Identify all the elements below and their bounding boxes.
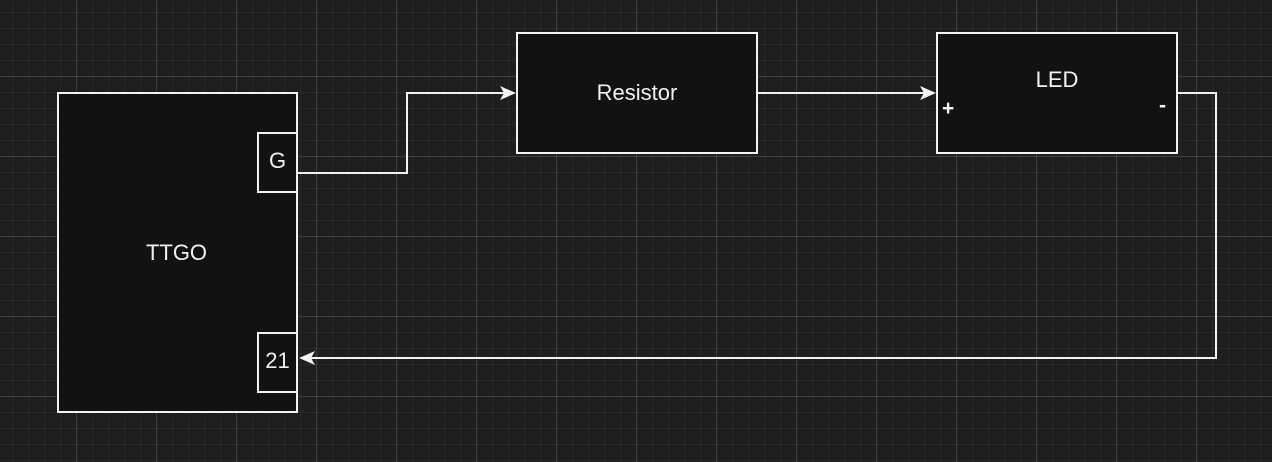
led-plus-terminal-label: +: [942, 97, 955, 120]
pin-21-label: 21: [265, 347, 290, 373]
pin-21-box[interactable]: 21: [257, 332, 298, 393]
wire-g-to-resistor[interactable]: [298, 92, 506, 174]
arrowhead-into-resistor: [500, 86, 516, 100]
led-minus-terminal-label: -: [1159, 94, 1166, 117]
arrowhead-into-pin-21: [299, 351, 315, 365]
led-box[interactable]: LED + -: [936, 32, 1178, 154]
led-label: LED: [1035, 67, 1079, 92]
ttgo-label: TTGO: [145, 239, 208, 265]
arrowhead-into-led: [920, 86, 936, 100]
resistor-label: Resistor: [596, 80, 678, 105]
resistor-box[interactable]: Resistor: [516, 32, 758, 154]
pin-g-label: G: [268, 147, 287, 173]
wire-led-to-pin-21[interactable]: [310, 92, 1217, 359]
pin-g-box[interactable]: G: [257, 132, 298, 193]
